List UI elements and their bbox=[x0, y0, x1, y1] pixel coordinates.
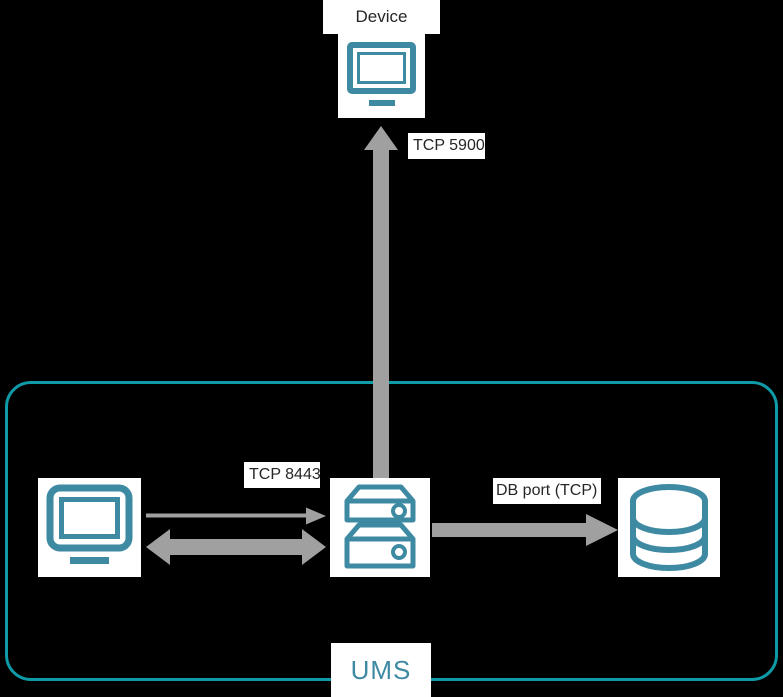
client-node bbox=[38, 478, 141, 577]
device-connection-label: TCP 5900 bbox=[408, 133, 485, 159]
database-icon bbox=[630, 484, 708, 571]
client-request-arrow bbox=[146, 507, 326, 525]
database-connection-label: DB port (TCP) bbox=[493, 478, 601, 504]
database-connection-arrow bbox=[432, 514, 618, 546]
database-node bbox=[618, 478, 720, 577]
device-label: Device bbox=[323, 0, 440, 34]
monitor-icon bbox=[46, 484, 133, 564]
device-connection-arrow bbox=[364, 126, 398, 484]
ums-label: UMS bbox=[331, 643, 431, 697]
server-icon bbox=[344, 484, 416, 569]
server-node bbox=[330, 478, 430, 577]
monitor-icon bbox=[347, 42, 416, 106]
client-connection-arrow bbox=[146, 529, 326, 565]
client-connection-label: TCP 8443 bbox=[244, 462, 321, 488]
device-node bbox=[338, 33, 425, 118]
